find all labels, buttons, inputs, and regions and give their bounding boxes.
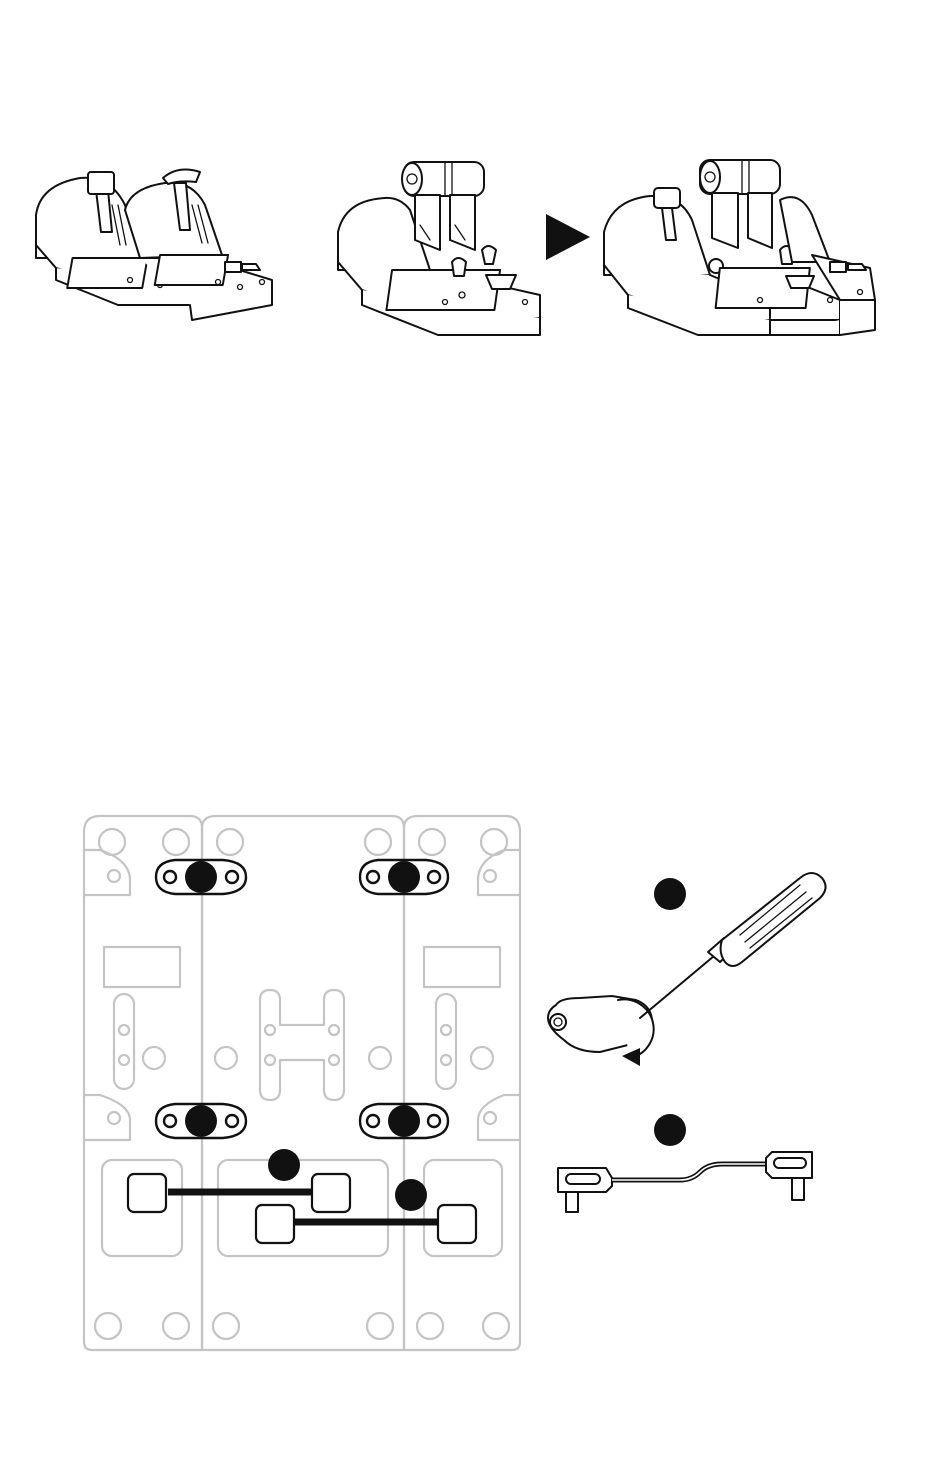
bracket-bottom-right (360, 1104, 448, 1138)
bracket-top-right (360, 860, 448, 894)
assembled-quadrant (604, 160, 875, 335)
bracket-bottom-left (156, 1104, 246, 1138)
callout-marker (395, 1179, 427, 1211)
cable-plug (256, 1205, 294, 1243)
h-slot (260, 990, 344, 1100)
cable-plug (312, 1174, 350, 1212)
step-marker-screwdriver (654, 878, 686, 910)
play-arrow-icon (546, 214, 590, 260)
bracket-top-left (156, 860, 246, 894)
throttle-quadrant (338, 162, 540, 335)
cable-plug (128, 1174, 166, 1212)
step-marker-cable (654, 1114, 686, 1146)
screwdriver-icon (548, 873, 826, 1066)
center-module-outline (202, 816, 404, 1350)
cable-plug (438, 1205, 476, 1243)
callout-marker (268, 1149, 300, 1181)
base-plate-underside (84, 816, 520, 1350)
cable-icon (558, 1152, 812, 1212)
